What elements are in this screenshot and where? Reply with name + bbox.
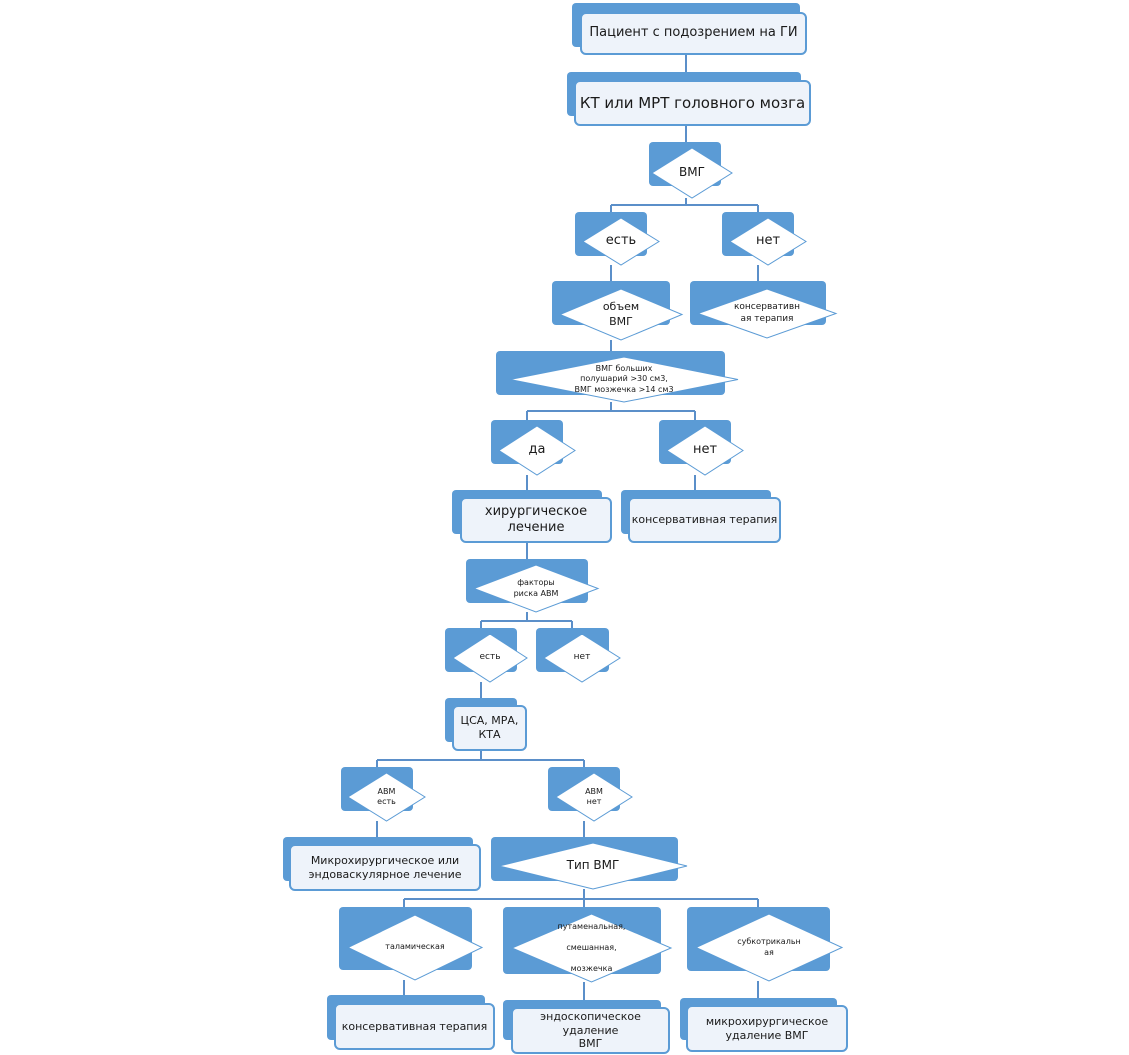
process-box-label: Пациент с подозрением на ГИ — [580, 12, 807, 55]
decision-label: есть — [479, 652, 501, 663]
decision-label: нет — [755, 233, 781, 249]
decision-diamond — [472, 564, 600, 613]
decision-diamond — [543, 633, 621, 683]
decision-label: нет — [692, 442, 718, 458]
decision-label: путаменальная, смешанная, мозжечка — [557, 922, 626, 973]
decision-label: есть — [605, 233, 637, 249]
decision-label: ВМГ — [679, 165, 705, 180]
process-box-label: эндоскопическое удаление ВМГ — [511, 1007, 670, 1054]
decision-diamond — [729, 217, 807, 266]
decision-label: АВМ нет — [585, 786, 603, 806]
decision-diamond — [509, 356, 739, 403]
decision-diamond — [498, 842, 688, 890]
decision-diamond — [452, 633, 528, 683]
decision-label: факторы риска АВМ — [513, 578, 559, 598]
decision-label: консервативн ая терапия — [733, 301, 801, 324]
decision-label: да — [528, 442, 546, 458]
decision-label: АВМ есть — [377, 786, 396, 806]
decision-label: ВМГ больших полушарий >30 см3, ВМГ мозже… — [574, 363, 674, 394]
process-box-label: ЦСА, МРА, КТА — [452, 705, 527, 751]
decision-diamond — [346, 914, 484, 981]
decision-diamond — [498, 425, 576, 476]
process-box-label: хирургическое лечение — [460, 497, 612, 543]
decision-label: Тип ВМГ — [566, 858, 620, 873]
decision-diamond — [555, 772, 633, 822]
decision-diamond — [558, 288, 684, 341]
decision-diamond — [582, 217, 660, 266]
process-box-label: консервативная терапия — [334, 1003, 495, 1050]
decision-label: нет — [573, 652, 591, 663]
decision-diamond — [651, 147, 733, 199]
decision-label: субкотрикальн ая — [737, 937, 801, 957]
process-box-label: консервативная терапия — [628, 497, 781, 543]
decision-label: таламическая — [385, 942, 445, 952]
decision-diamond — [347, 772, 426, 822]
process-box-label: микрохирургическое удаление ВМГ — [686, 1005, 848, 1052]
decision-diamond — [510, 913, 673, 983]
decision-label: объем ВМГ — [602, 300, 640, 328]
process-box-label: КТ или МРТ головного мозга — [574, 80, 811, 126]
process-box-label: Микрохирургическое или эндоваскулярное л… — [289, 844, 481, 891]
decision-diamond — [696, 288, 838, 339]
decision-diamond — [666, 425, 744, 476]
decision-diamond — [694, 913, 844, 982]
